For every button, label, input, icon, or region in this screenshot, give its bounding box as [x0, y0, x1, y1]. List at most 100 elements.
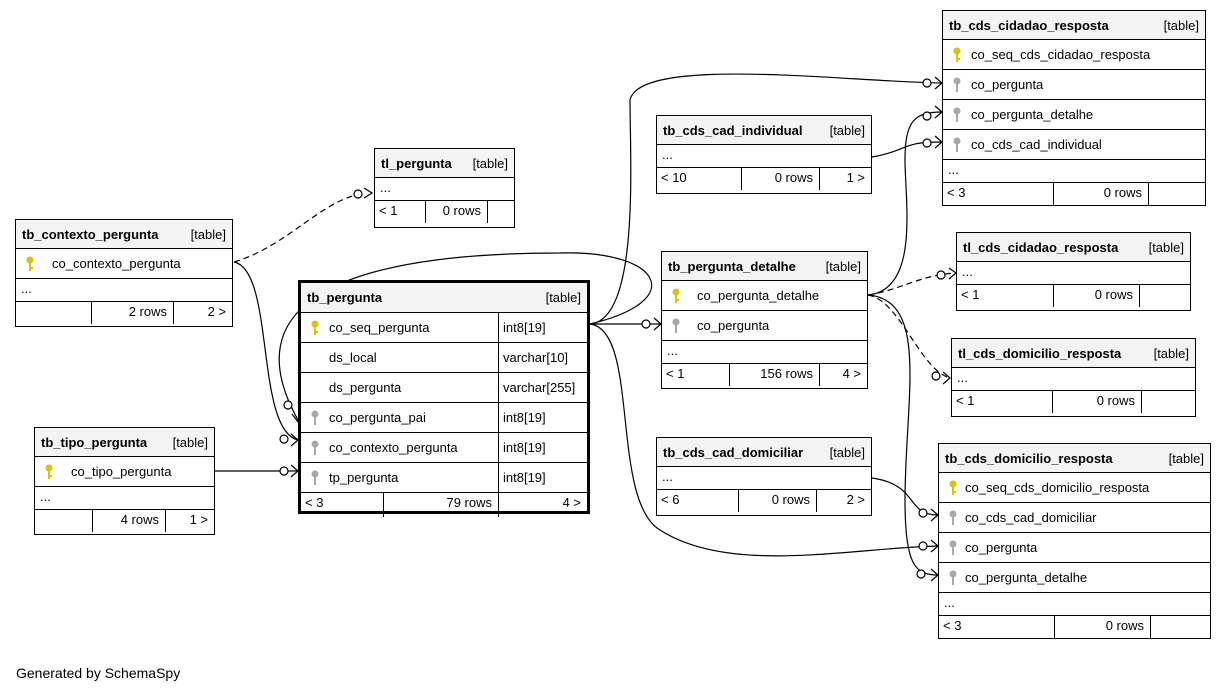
edge-end-circle: [922, 78, 932, 88]
table-footer: < 1 0 rows: [957, 285, 1190, 307]
column-row[interactable]: tp_pergunta int8[19]: [301, 463, 587, 493]
children-count: 1 >: [165, 510, 214, 532]
table-kind: [table]: [472, 156, 508, 171]
column-name: co_seq_cds_domicilio_resposta: [965, 480, 1150, 495]
table-header: tb_tipo_pergunta [table]: [35, 428, 214, 457]
table-footer: 2 rows 2 >: [16, 302, 232, 324]
edge-end-circle: [353, 189, 363, 199]
columns-ellipsis: ...: [943, 160, 1205, 183]
columns-ellipsis: ...: [662, 341, 867, 364]
edge-detalhe-tl-domicilio: [867, 294, 951, 379]
column-row[interactable]: co_pergunta_pai int8[19]: [301, 403, 587, 433]
column-row[interactable]: co_seq_cds_cidadao_resposta: [943, 40, 1205, 70]
column-row[interactable]: co_pergunta_detalhe: [943, 100, 1205, 130]
row-count: 156 rows: [729, 364, 819, 386]
table-name: tb_contexto_pergunta: [22, 227, 159, 242]
edge-contexto-pergunta: [233, 261, 299, 441]
table-tb-cds-cidadao-resposta[interactable]: tb_cds_cidadao_resposta [table] co_seq_c…: [942, 10, 1206, 206]
column-row[interactable]: co_seq_pergunta int8[19]: [301, 313, 587, 343]
edge-end-circle: [922, 111, 932, 121]
foreign-key-icon: [953, 77, 961, 92]
table-header: tb_cds_cad_domiciliar [table]: [657, 438, 871, 467]
column-row[interactable]: co_cds_cad_individual: [943, 130, 1205, 160]
parents-count: [35, 510, 92, 532]
edge-detalhe-cidadao: [867, 111, 943, 296]
table-footer: < 10 0 rows 1 >: [657, 168, 871, 190]
children-count: 4 >: [498, 493, 587, 517]
table-footer: < 3 79 rows 4 >: [301, 493, 587, 517]
table-name: tb_cds_cad_domiciliar: [663, 445, 804, 460]
column-row[interactable]: co_contexto_pergunta: [16, 249, 232, 279]
column-row[interactable]: ds_pergunta varchar[255]: [301, 373, 587, 403]
column-name: tp_pergunta: [329, 470, 399, 485]
parents-count: < 1: [961, 287, 980, 302]
table-name: tl_cds_domicilio_resposta: [958, 346, 1122, 361]
foreign-key-icon: [949, 540, 957, 555]
children-count: 4 >: [819, 364, 867, 386]
table-tl-cds-cidadao-resposta[interactable]: tl_cds_cidadao_resposta [table] ... < 1 …: [956, 232, 1191, 311]
parents-count: < 10: [661, 170, 687, 185]
column-row[interactable]: ds_local varchar[10]: [301, 343, 587, 373]
table-name: tb_pergunta: [307, 290, 383, 305]
children-count: [1148, 183, 1205, 205]
row-count: 2 rows: [91, 302, 173, 324]
edge-pergunta-cidadao: [589, 73, 943, 325]
columns-ellipsis: ...: [957, 262, 1190, 285]
table-name: tb_pergunta_detalhe: [668, 259, 796, 274]
children-count: [1139, 285, 1190, 307]
column-name: co_cds_cad_domiciliar: [965, 510, 1097, 525]
column-name: ds_pergunta: [329, 380, 402, 395]
foreign-key-icon: [311, 440, 319, 455]
column-row[interactable]: co_pergunta: [939, 533, 1210, 563]
primary-key-icon: [311, 320, 319, 335]
edge-end-circle: [279, 434, 289, 444]
table-tb-cds-cad-domiciliar[interactable]: tb_cds_cad_domiciliar [table] ... < 6 0 …: [656, 437, 872, 516]
table-tb-contexto-pergunta[interactable]: tb_contexto_pergunta [table] co_contexto…: [15, 219, 233, 327]
table-tb-cds-domicilio-resposta[interactable]: tb_cds_domicilio_resposta [table] co_seq…: [938, 443, 1211, 639]
parents-count: < 6: [661, 492, 680, 507]
primary-key-icon: [953, 47, 961, 62]
column-row[interactable]: co_pergunta_detalhe: [662, 281, 867, 311]
column-row[interactable]: co_pergunta: [943, 70, 1205, 100]
column-row[interactable]: co_pergunta_detalhe: [939, 563, 1210, 593]
edge-domiciliar-domicilio: [871, 477, 939, 516]
table-footer: 4 rows 1 >: [35, 510, 214, 532]
column-name: co_seq_pergunta: [329, 320, 430, 335]
row-count: 0 rows: [1054, 616, 1150, 638]
table-name: tl_pergunta: [381, 156, 452, 171]
columns-ellipsis: ...: [939, 593, 1210, 616]
column-row[interactable]: co_tipo_pergunta: [35, 457, 214, 487]
column-row[interactable]: co_contexto_pergunta int8[19]: [301, 433, 587, 463]
row-count: 0 rows: [1053, 285, 1139, 307]
columns-ellipsis: ...: [35, 487, 214, 510]
table-tb-pergunta[interactable]: tb_pergunta [table] co_seq_pergunta int8…: [298, 280, 590, 517]
column-row[interactable]: co_cds_cad_domiciliar: [939, 503, 1210, 533]
table-header: tl_pergunta [table]: [375, 149, 514, 178]
table-kind: [table]: [190, 227, 226, 242]
foreign-key-icon: [949, 570, 957, 585]
edge-end-circle: [916, 569, 926, 579]
table-tb-tipo-pergunta[interactable]: tb_tipo_pergunta [table] co_tipo_pergunt…: [34, 427, 215, 535]
table-tl-cds-domicilio-resposta[interactable]: tl_cds_domicilio_resposta [table] ... < …: [951, 338, 1196, 417]
row-count: 79 rows: [383, 493, 498, 517]
primary-key-icon: [949, 480, 957, 495]
column-name: co_pergunta: [971, 77, 1044, 92]
columns-ellipsis: ...: [657, 145, 871, 168]
column-type: int8[19]: [498, 433, 587, 462]
table-footer: < 1 156 rows 4 >: [662, 364, 867, 386]
table-tb-cds-cad-individual[interactable]: tb_cds_cad_individual [table] ... < 10 0…: [656, 115, 872, 194]
table-tl-pergunta[interactable]: tl_pergunta [table] ... < 1 0 rows: [374, 148, 515, 228]
children-count: [487, 201, 514, 223]
children-count: [1141, 391, 1195, 413]
column-row[interactable]: co_seq_cds_domicilio_resposta: [939, 473, 1210, 503]
columns-ellipsis: ...: [375, 178, 514, 201]
children-count: [1150, 616, 1210, 638]
column-name: co_pergunta_pai: [329, 410, 426, 425]
table-kind: [table]: [1168, 451, 1204, 466]
parents-count: < 1: [666, 366, 685, 381]
table-header: tb_contexto_pergunta [table]: [16, 220, 232, 249]
parents-count: < 3: [943, 618, 962, 633]
table-tb-pergunta-detalhe[interactable]: tb_pergunta_detalhe [table] co_pergunta_…: [661, 251, 868, 389]
column-row[interactable]: co_pergunta: [662, 311, 867, 341]
column-name: co_pergunta_detalhe: [965, 570, 1088, 585]
